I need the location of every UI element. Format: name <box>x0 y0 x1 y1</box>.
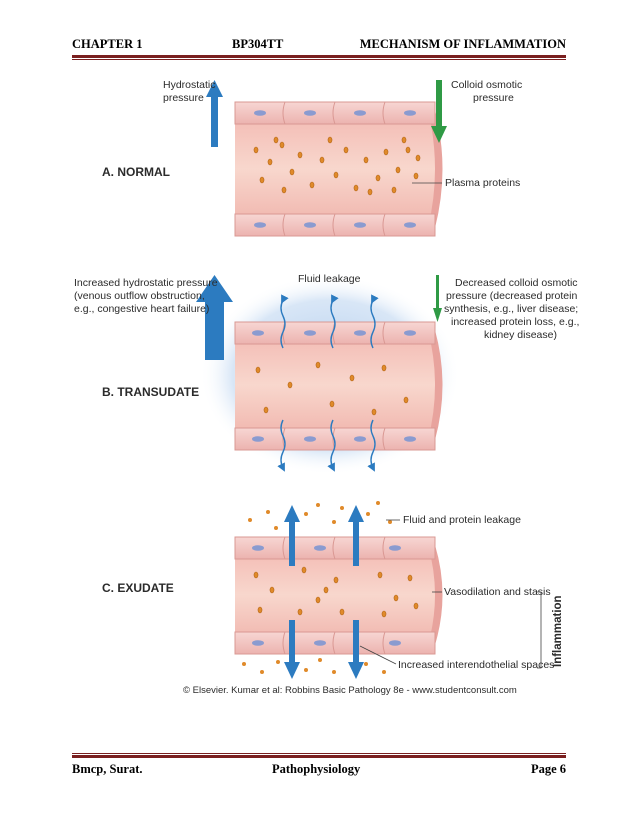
colloid-label-1: Colloid osmotic <box>451 79 522 91</box>
section-label-transudate: B. TRANSUDATE <box>102 385 199 399</box>
fluid-leakage-label: Fluid leakage <box>298 273 361 285</box>
interendothelial-label: Increased interendothelial spaces <box>398 659 554 671</box>
increased-hydrostatic-label-1: Increased hydrostatic pressure <box>74 277 218 289</box>
hydrostatic-label-1: Hydrostatic <box>163 79 216 91</box>
colloid-arrow-normal <box>431 80 447 143</box>
vessel-normal <box>234 101 443 237</box>
decreased-colloid-label-1: Decreased colloid osmotic <box>455 277 578 289</box>
section-label-exudate: C. EXUDATE <box>102 581 174 595</box>
vessel-transudate <box>234 294 443 472</box>
decreased-colloid-label-2: pressure (decreased protein <box>446 290 577 302</box>
panel-exudate: Fluid and protein leakage Vasodilation a… <box>102 501 564 679</box>
page-footer: Bmcp, Surat. Pathophysiology Page 6 <box>72 762 566 780</box>
decreased-colloid-label-3: synthesis, e.g., liver disease; <box>444 303 578 315</box>
section-label-normal: A. NORMAL <box>102 165 170 179</box>
colloid-arrow-decreased <box>433 275 442 322</box>
page-header: CHAPTER 1 BP304TT MECHANISM OF INFLAMMAT… <box>72 37 566 55</box>
footer-rule-thin <box>72 753 566 754</box>
increased-hydrostatic-label-3: e.g., congestive heart failure) <box>74 303 209 315</box>
footer-page-number: Page 6 <box>530 762 566 776</box>
decreased-colloid-label-4: increased protein loss, e.g., <box>451 316 579 328</box>
footer-institution: Bmcp, Surat. <box>72 762 143 776</box>
inflammation-bracket <box>537 591 542 669</box>
increased-hydrostatic-label-2: (venous outflow obstruction, <box>74 290 205 302</box>
decreased-colloid-label-5: kidney disease) <box>484 329 557 341</box>
header-course-code: BP304TT <box>232 37 284 51</box>
figure-credit: © Elsevier. Kumar et al: Robbins Basic P… <box>183 685 517 696</box>
inflammation-label: Inflammation <box>552 595 564 667</box>
hydrostatic-arrow-normal <box>206 80 223 147</box>
hydrostatic-label-2: pressure <box>163 92 204 104</box>
fluid-protein-leakage-label: Fluid and protein leakage <box>403 514 521 526</box>
vessel-exudate <box>234 501 443 674</box>
vasodilation-label: Vasodilation and stasis <box>444 586 551 598</box>
header-rule <box>72 55 566 58</box>
header-topic: MECHANISM OF INFLAMMATION <box>359 37 566 51</box>
panel-transudate: Fluid leakage Increased hydrostatic pres… <box>74 273 579 475</box>
header-chapter: CHAPTER 1 <box>72 37 143 51</box>
hydrostatic-arrow-increased <box>196 275 233 360</box>
colloid-label-2: pressure <box>473 92 514 104</box>
panel-normal: Hydrostatic pressure Colloid osmotic pre… <box>102 79 522 237</box>
footer-subject: Pathophysiology <box>272 762 361 776</box>
leakage-arrows-exudate <box>284 505 364 679</box>
footer-rule <box>72 755 566 758</box>
header-rule-thin <box>72 59 566 60</box>
plasma-proteins-label: Plasma proteins <box>445 177 520 189</box>
